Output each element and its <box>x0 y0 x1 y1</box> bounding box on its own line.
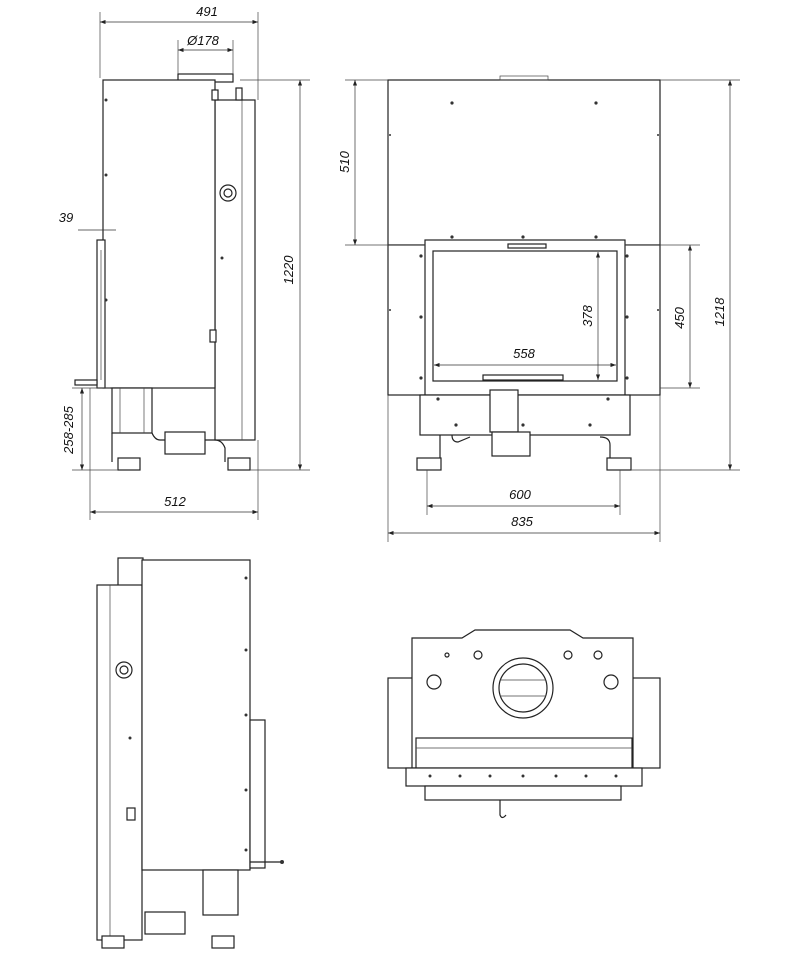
dim-upper-height: 510 <box>337 150 352 172</box>
rear-casing <box>214 99 256 441</box>
side-view: 491 Ø178 1220 39 258-285 512 <box>59 4 310 520</box>
air-inlet <box>219 184 237 202</box>
leg-right <box>227 457 251 471</box>
leg-left <box>416 457 442 471</box>
dim-overall-width: 835 <box>511 514 533 529</box>
dim-glass-width: 558 <box>513 346 535 361</box>
leg-left <box>117 457 141 471</box>
leg-left <box>101 935 125 949</box>
dim-door-height: 450 <box>672 306 687 328</box>
air-inlet <box>115 661 133 679</box>
dim-overall-height: 1220 <box>281 255 296 285</box>
dim-overall-height: 1218 <box>712 297 727 327</box>
dim-base-depth: 512 <box>164 494 186 509</box>
rear-casing <box>96 584 143 941</box>
main-body <box>102 79 216 389</box>
front-view: 510 378 558 450 1218 600 835 <box>337 75 740 542</box>
air-control[interactable] <box>489 389 519 433</box>
upper-casing <box>387 79 661 246</box>
opposite-side-view <box>96 557 284 949</box>
leg-right <box>211 935 235 949</box>
main-body <box>141 559 251 871</box>
dim-flue-diameter: Ø178 <box>186 33 220 48</box>
front-panel <box>249 719 266 869</box>
dim-overall-depth: 491 <box>196 4 218 19</box>
dim-glass-height: 378 <box>580 304 595 326</box>
dim-panel-offset: 39 <box>59 210 73 225</box>
flue-outlet <box>492 657 554 719</box>
dim-leg-height: 258-285 <box>61 405 76 454</box>
leg-right <box>606 457 632 471</box>
top-view <box>387 629 661 819</box>
dim-leg-spacing: 600 <box>509 487 531 502</box>
glass <box>432 250 618 382</box>
